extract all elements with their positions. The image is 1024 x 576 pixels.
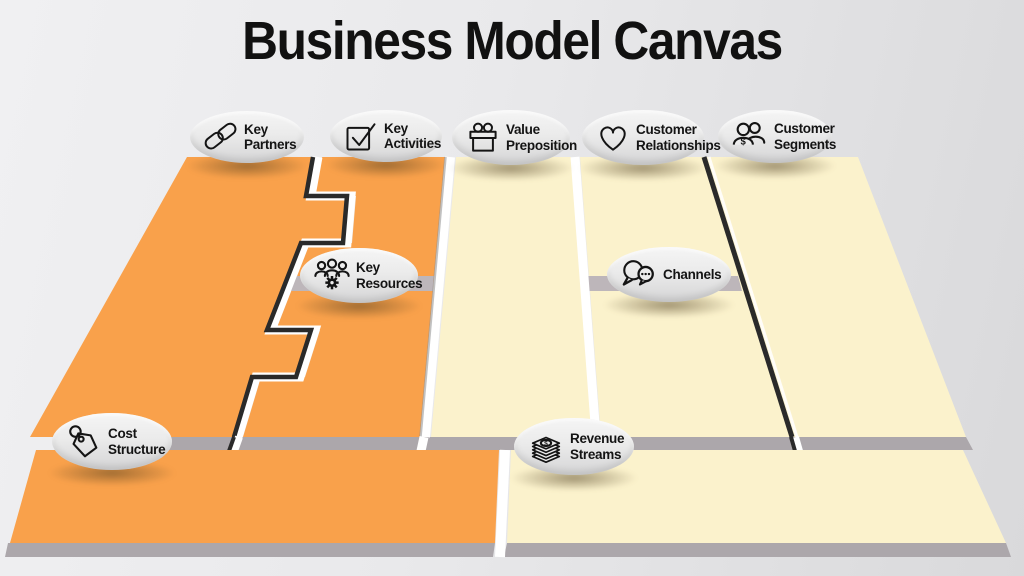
checkbox-icon xyxy=(343,117,379,155)
cash-stack-icon: $ xyxy=(527,428,565,466)
badge-label: Customer Segments xyxy=(774,121,836,151)
people-gear-icon xyxy=(313,257,351,295)
speech-bubbles-icon xyxy=(620,256,658,294)
gap-col4-col5-shadow xyxy=(701,156,795,438)
badge-label-line: Preposition xyxy=(506,137,577,153)
badge-label-line: Segments xyxy=(774,136,837,152)
badge-label-line: Resources xyxy=(356,275,423,291)
badge-label-line: Streams xyxy=(570,446,622,462)
badge-label-line: Revenue xyxy=(570,431,625,447)
page-title: Business Model Canvas xyxy=(242,11,783,71)
strip-break-4-white xyxy=(793,436,803,452)
badge-revenue-streams: $ Revenue Streams xyxy=(514,418,634,475)
badge-key-activities: Key Activities xyxy=(330,110,442,162)
badge-label-line: Key xyxy=(384,120,408,136)
gift-box-icon xyxy=(465,119,501,157)
badge-label-line: Activities xyxy=(384,136,442,151)
panel-customer-segments xyxy=(704,157,966,437)
badge-value-preposition: Value Preposition xyxy=(452,110,577,165)
jigsaw-gap-shadow xyxy=(231,156,350,438)
dollar-glyph: $ xyxy=(544,440,548,447)
badge-key-partners: Key Partners xyxy=(190,111,304,163)
badge-key-resources: Key Resources xyxy=(300,248,423,303)
badge-label: Cost Structure xyxy=(108,426,166,457)
badge-label: Key Resources xyxy=(356,260,423,291)
badge-label: Key Activities xyxy=(384,121,441,151)
cost-base-strip xyxy=(5,543,495,557)
badge-label: Customer Relationships xyxy=(636,122,721,152)
price-tag-icon xyxy=(65,423,103,461)
strip-break-1-dark xyxy=(227,436,236,452)
gap-col2-col3 xyxy=(420,156,455,438)
badge-label-line: Channels xyxy=(663,266,722,282)
badge-customer-relationships: Customer Relationships xyxy=(582,110,721,165)
revenue-base-strip xyxy=(504,543,1011,557)
badge-cost-structure: Cost Structure xyxy=(52,413,172,470)
dollar-glyph: $ xyxy=(741,136,747,147)
badge-label: Channels xyxy=(663,266,722,282)
badge-label-line: Structure xyxy=(108,441,166,457)
badge-label-line: Key xyxy=(356,260,380,276)
gap-col2-col3-shadow xyxy=(419,156,447,438)
heart-icon xyxy=(595,119,631,157)
badge-label-line: Relationships xyxy=(636,137,721,153)
badge-label: Key Partners xyxy=(244,121,297,152)
badge-label-line: Partners xyxy=(244,137,297,152)
badge-label-line: Customer xyxy=(636,122,697,138)
badge-label-line: Cost xyxy=(108,426,137,442)
badge-label-line: Key xyxy=(244,121,268,137)
gap-bottom-panels xyxy=(495,449,510,558)
customers-dollar-icon: $ xyxy=(731,118,769,156)
strip-break-1-white xyxy=(230,435,243,453)
chain-link-icon xyxy=(203,118,239,156)
gap-col4-col5-highlight xyxy=(707,156,799,438)
panel-value-preposition xyxy=(431,157,592,437)
badge-channels: Channels xyxy=(607,247,731,302)
panel-key-partners xyxy=(30,157,347,437)
gap-col3-col4 xyxy=(570,156,601,438)
badge-label-line: Value xyxy=(506,122,540,138)
badge-label: Value Preposition xyxy=(506,122,577,152)
badge-label-line: Customer xyxy=(774,121,835,137)
strip-break-2 xyxy=(416,436,429,452)
strip-break-4-dark xyxy=(789,436,797,452)
badge-customer-segments: $ Customer Segments xyxy=(718,110,836,163)
badge-label: Revenue Streams xyxy=(570,431,624,461)
